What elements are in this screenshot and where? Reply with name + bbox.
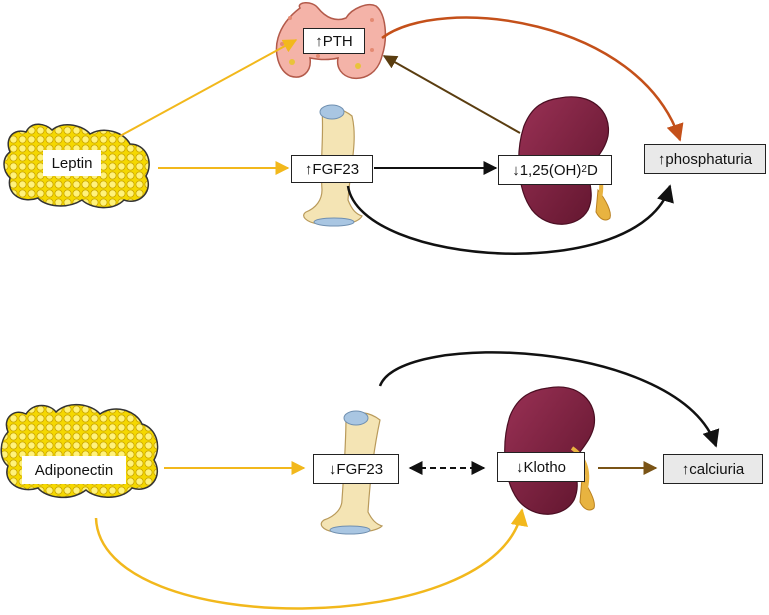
arrow-kidney-to-pth (382, 55, 521, 134)
arrow-leptin-to-pth (119, 39, 298, 137)
fgf23-label-bottom: ↓FGF23 (313, 454, 399, 484)
fgf23-label-top: ↑FGF23 (291, 155, 373, 183)
vitamin-d-suffix: D (586, 161, 598, 179)
vitamin-d-prefix: ↓1,25(OH) (512, 161, 582, 179)
calciuria-label: ↑calciuria (663, 454, 763, 484)
leptin-label: Leptin (43, 150, 101, 176)
kidney-icon (504, 386, 596, 515)
pth-label: ↑PTH (303, 28, 365, 54)
arrow-fgf23-to-phosphaturia (346, 184, 674, 255)
adiponectin-label: Adiponectin (22, 456, 126, 484)
arrow-adiponectin-to-klotho (94, 508, 528, 610)
arrow-pth-to-phosphaturia (381, 16, 684, 142)
klotho-label: ↓Klotho (497, 452, 585, 482)
phosphaturia-label: ↑phosphaturia (644, 144, 766, 174)
arrow-fgf23-to-calciuria (378, 351, 720, 448)
